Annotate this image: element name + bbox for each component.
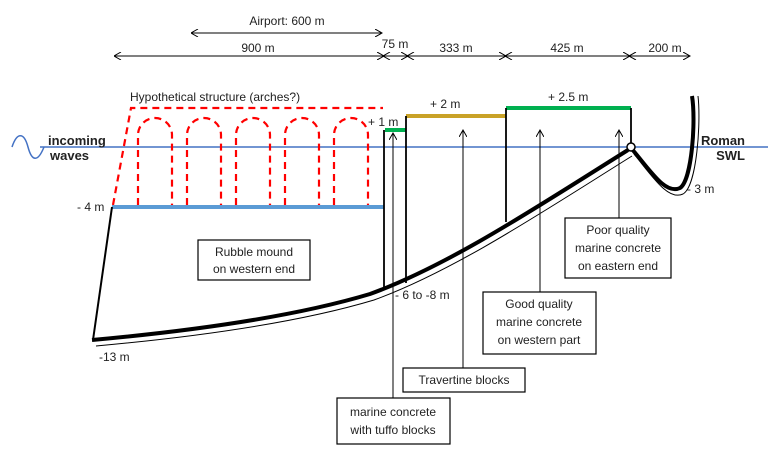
airport-label: Airport: 600 m	[249, 14, 324, 28]
poor-quality-box: Poor quality marine concrete on eastern …	[564, 217, 672, 279]
travertine-box: Travertine blocks	[402, 367, 526, 393]
level-minus3: - 3 m	[687, 182, 714, 196]
segment-900-label: 900 m	[241, 41, 274, 55]
tuffo-label-2: with tuffo blocks	[349, 423, 435, 437]
level-minus13: -13 m	[99, 350, 130, 364]
airport-dimension: Airport: 600 m	[192, 14, 382, 33]
segment-425-label: 425 m	[550, 41, 583, 55]
good-label-2: marine concrete	[496, 315, 582, 329]
roman-swl-label-1: Roman	[701, 133, 745, 148]
good-label-1: Good quality	[505, 297, 572, 311]
rubble-mound-box: Rubble mound on western end	[197, 239, 311, 281]
level-minus6to8: - 6 to -8 m	[395, 288, 450, 302]
seabed-profile	[91, 95, 700, 347]
segment-200-label: 200 m	[648, 41, 681, 55]
hypothetical-arches	[111, 106, 383, 206]
level-plus25: + 2.5 m	[548, 90, 588, 104]
good-label-3: on western part	[498, 333, 581, 347]
wave-icon	[11, 135, 45, 159]
poor-label-2: marine concrete	[575, 241, 661, 255]
rubble-label-2: on western end	[213, 262, 295, 276]
incoming-label-2: waves	[49, 148, 89, 163]
poor-label-1: Poor quality	[586, 223, 649, 237]
segment-333-label: 333 m	[439, 41, 472, 55]
block-walls	[383, 108, 632, 290]
roman-swl-label-2: SWL	[716, 148, 745, 163]
tuffo-label-1: marine concrete	[350, 405, 436, 419]
pointer-arrows	[393, 130, 619, 398]
segment-dimensions: 900 m 75 m 333 m 425 m 200 m	[115, 37, 690, 56]
segment-75-label: 75 m	[382, 37, 409, 51]
level-minus4: - 4 m	[77, 200, 104, 214]
incoming-label-1: incoming	[48, 133, 106, 148]
hypothetical-structure-label: Hypothetical structure (arches?)	[130, 90, 300, 104]
level-plus2: + 2 m	[430, 97, 460, 111]
rubble-mound-slope	[92, 206, 113, 341]
level-plus1: + 1 m	[368, 115, 398, 129]
travertine-label: Travertine blocks	[419, 373, 510, 387]
good-quality-box: Good quality marine concrete on western …	[482, 291, 597, 355]
tuffo-box: marine concrete with tuffo blocks	[336, 397, 451, 445]
rubble-label-1: Rubble mound	[215, 245, 293, 259]
poor-label-3: on eastern end	[578, 259, 658, 273]
